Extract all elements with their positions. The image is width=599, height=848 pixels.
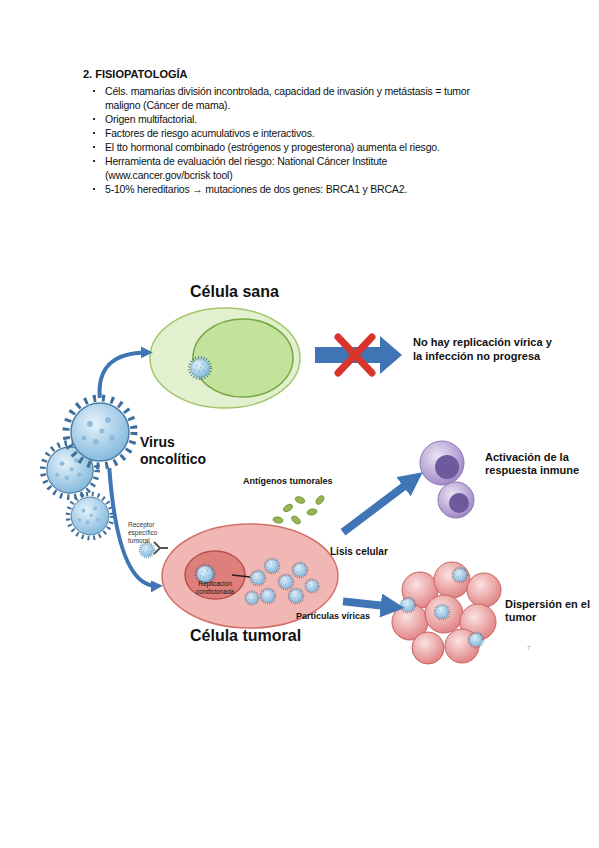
cross-mark [338,337,372,373]
section-title: 2. FISIOPATOLOGÍA [83,68,188,80]
immune-nucleus [435,455,459,479]
flow-arrow [343,601,395,607]
virus [68,494,112,538]
bullet-text: Origen multifactorial. [105,113,197,125]
bullet-list: Céls. mamarias división incontrolada, ca… [93,84,485,196]
bullet-dot [93,146,95,148]
outcome-text: Activación de la respuesta inmune [485,451,585,477]
bullet-text: Factores de riesgo acumulativos e intera… [105,127,314,139]
flow-arrow [100,352,148,398]
bullet-dot [93,188,95,190]
outcome-text: Dispersión en el tumor [505,598,590,624]
cell-heading: Célula tumoral [190,626,340,645]
cell-outline [185,551,245,599]
cell-outline [150,308,300,408]
antigen [273,494,326,525]
virus [140,543,155,558]
cell-nucleus [193,319,293,397]
particles-label: Partículas víricas [296,611,396,622]
blocked-arrow [315,336,402,374]
bullet-dot [93,160,95,162]
bullet-text: 5-10% hereditarios → mutaciones de dos g… [105,183,407,195]
bullet-dot [93,90,95,92]
virus [66,398,134,466]
bullet-item: 5-10% hereditarios → mutaciones de dos g… [93,182,485,196]
cell-outline [162,524,338,628]
lysis-label: Lisis celular [330,546,410,559]
bullet-item: El tto hormonal combinado (estrógenos y … [93,140,485,154]
cross-mark [338,337,372,373]
bullet-item: Céls. mamarias división incontrolada, ca… [93,84,485,112]
flow-arrow [343,478,415,532]
virus-label: Virus oncolítico [140,434,235,468]
receptor-symbol [154,542,168,554]
page-number: 7 [527,645,547,653]
immune-cell [420,441,464,485]
nucleus-label: Replicación condicionada [190,580,240,596]
bullet-dot [93,132,95,134]
immune-cell [438,482,474,518]
bullet-text: Céls. mamarias división incontrolada, ca… [105,85,470,111]
bullet-text: Herramienta de evaluación del riesgo: Na… [105,155,387,181]
bullet-dot [93,118,95,120]
bullet-item: Origen multifactorial. [93,112,485,126]
bullet-text: El tto hormonal combinado (estrógenos y … [105,141,440,153]
tumor-cell [392,562,501,664]
receptor-label: Receptor específico tumoral [128,521,178,545]
bullet-item: Herramienta de evaluación del riesgo: Na… [93,154,485,182]
bullet-item: Factores de riesgo acumulativos e intera… [93,126,485,140]
cell-heading: Célula sana [190,282,300,301]
immune-nucleus [449,493,469,513]
antigen-label: Antígenos tumorales [243,476,363,487]
outcome-text: No hay replicación vírica y la infección… [413,336,553,364]
